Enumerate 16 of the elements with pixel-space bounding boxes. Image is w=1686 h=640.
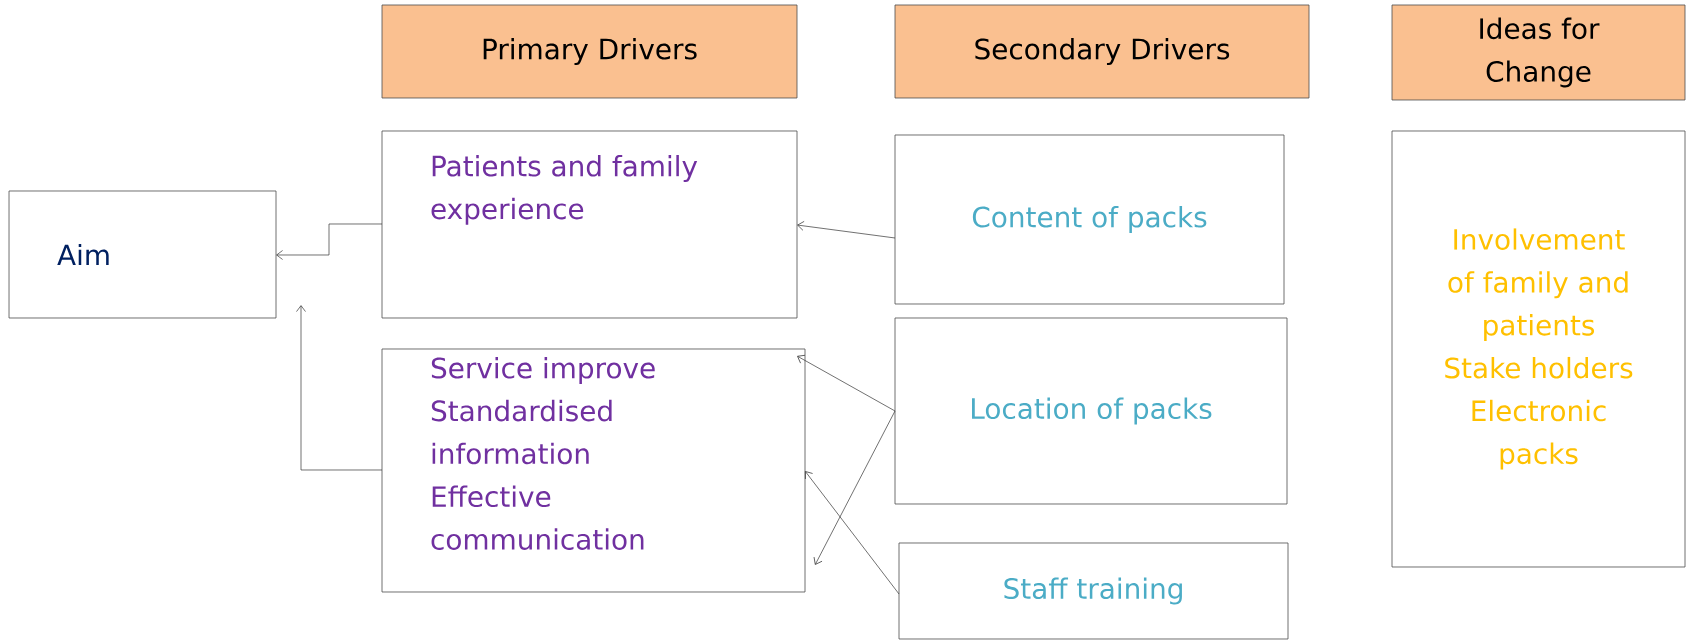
arrow bbox=[276, 223, 383, 260]
header-box: Primary Drivers bbox=[381, 4, 798, 99]
driver-box: Service improve Standardised information Effective communication bbox=[381, 348, 806, 593]
arrow bbox=[296, 305, 383, 471]
arrow bbox=[813, 410, 896, 565]
driver-box: Content of packs bbox=[894, 134, 1285, 305]
arrow bbox=[797, 354, 896, 412]
driver-box: Staff training bbox=[898, 542, 1289, 640]
header-box: Ideas for Change bbox=[1391, 4, 1686, 101]
driver-box: Location of packs bbox=[894, 317, 1288, 505]
arrow bbox=[797, 221, 896, 239]
aim-box: Aim bbox=[8, 190, 277, 319]
arrow bbox=[805, 471, 900, 595]
ideas-box: Involvement of family and patients Stake holders Electronic packs bbox=[1391, 130, 1686, 568]
header-box: Secondary Drivers bbox=[894, 4, 1310, 99]
driver-box: Patients and family experience bbox=[381, 130, 798, 319]
